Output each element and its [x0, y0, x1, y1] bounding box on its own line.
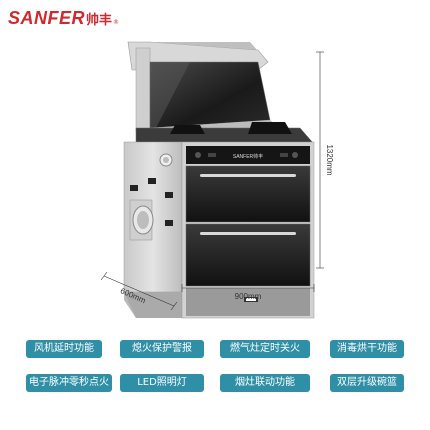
registered-mark: ®	[113, 19, 120, 26]
feature-badge: 燃气灶定时关火	[220, 340, 310, 358]
brand-name: SANFER	[8, 8, 86, 28]
height-dimension	[316, 51, 324, 269]
feature-badge: 双层升级碗篮	[330, 374, 404, 392]
feature-badge: 烟灶联动功能	[220, 374, 310, 392]
width-dimension-label: 900mm	[235, 292, 262, 301]
feature-badge: 熄火保护警报	[120, 340, 204, 358]
integrated-stove-illustration: SANFER帅丰 1320mm 900mm 600mm	[100, 41, 334, 319]
width-dimension	[181, 284, 315, 292]
panel-brand-label: SANFER帅丰	[233, 153, 263, 160]
feature-badge: LED照明灯	[120, 374, 204, 392]
range-hood	[127, 41, 280, 136]
brand-cn-name: 帅丰	[86, 13, 113, 28]
height-dimension-label: 1320mm	[325, 144, 334, 175]
cabinet-body	[123, 141, 315, 319]
feature-badge: 电子脉冲零秒点火	[26, 374, 112, 392]
feature-badge: 消毒烘干功能	[330, 340, 404, 358]
brand-logo: SANFER 帅丰 ®	[8, 8, 119, 29]
feature-badge: 风机延时功能	[26, 340, 102, 358]
depth-dimension	[100, 271, 178, 311]
